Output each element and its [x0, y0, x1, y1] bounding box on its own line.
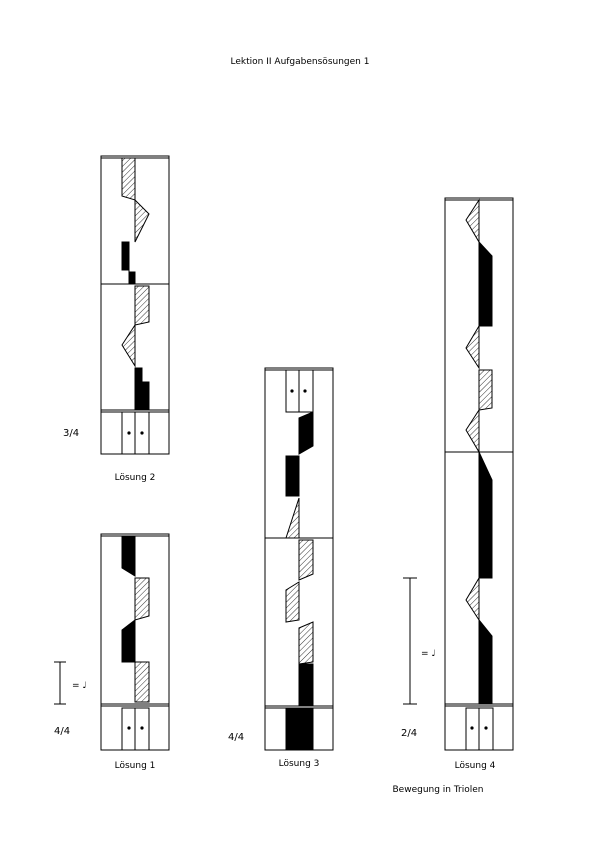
solid-step	[478, 618, 493, 705]
solution-1-tempo-marking: = ♩	[72, 681, 87, 691]
hatched-wedge	[465, 324, 480, 370]
hatched-step	[285, 581, 300, 623]
solid-step	[285, 455, 300, 497]
solution-4-diagram	[444, 197, 514, 751]
dot-icon	[127, 726, 131, 730]
solid-block	[285, 707, 314, 751]
hatched-step	[121, 157, 136, 201]
solution-2-caption: Lösung 2	[115, 473, 156, 483]
hatched-wedge	[121, 323, 136, 368]
solid-step	[478, 240, 493, 327]
solid-step	[298, 411, 314, 455]
hatched-wedge	[465, 198, 480, 244]
solution-4-tempo-marking: = ♩	[421, 649, 436, 659]
solution-3-caption: Lösung 3	[279, 759, 320, 769]
solution-2-diagram	[100, 155, 170, 455]
solid-step	[121, 535, 136, 577]
solid-step	[298, 663, 314, 707]
page-title: Lektion II Aufgabensösungen 1	[231, 57, 370, 67]
solid-step	[134, 367, 150, 411]
dot-icon	[127, 431, 131, 435]
hatched-step	[298, 539, 314, 581]
solution-4-duration-bracket	[403, 577, 417, 705]
solution-4-meter: 2/4	[401, 728, 417, 739]
dot-icon	[470, 726, 474, 730]
hatched-wedge	[465, 576, 480, 622]
dot-icon	[140, 726, 144, 730]
solution-4-caption: Lösung 4	[455, 761, 496, 771]
movement-note: Bewegung in Triolen	[393, 785, 484, 795]
solution-3-meter: 4/4	[228, 732, 244, 743]
solution-2-meter: 3/4	[63, 428, 79, 439]
hatched-step	[298, 621, 314, 665]
solution-3-diagram	[264, 367, 334, 751]
solution-1-meter: 4/4	[54, 726, 70, 737]
dot-icon	[140, 431, 144, 435]
hatched-step	[134, 577, 150, 621]
hatched-wedge	[134, 198, 150, 243]
dot-icon	[303, 389, 307, 393]
solid-step	[478, 451, 493, 579]
hatched-step	[285, 497, 300, 539]
hatched-step	[134, 285, 150, 326]
hatched-wedge	[465, 408, 480, 454]
solid-step	[121, 241, 136, 285]
solution-1-diagram	[100, 533, 170, 751]
dot-icon	[484, 726, 488, 730]
hatched-step	[478, 369, 493, 411]
solution-1-caption: Lösung 1	[115, 761, 156, 771]
dot-icon	[290, 389, 294, 393]
hatched-step	[134, 661, 150, 703]
solution-1-duration-bracket	[54, 661, 66, 705]
